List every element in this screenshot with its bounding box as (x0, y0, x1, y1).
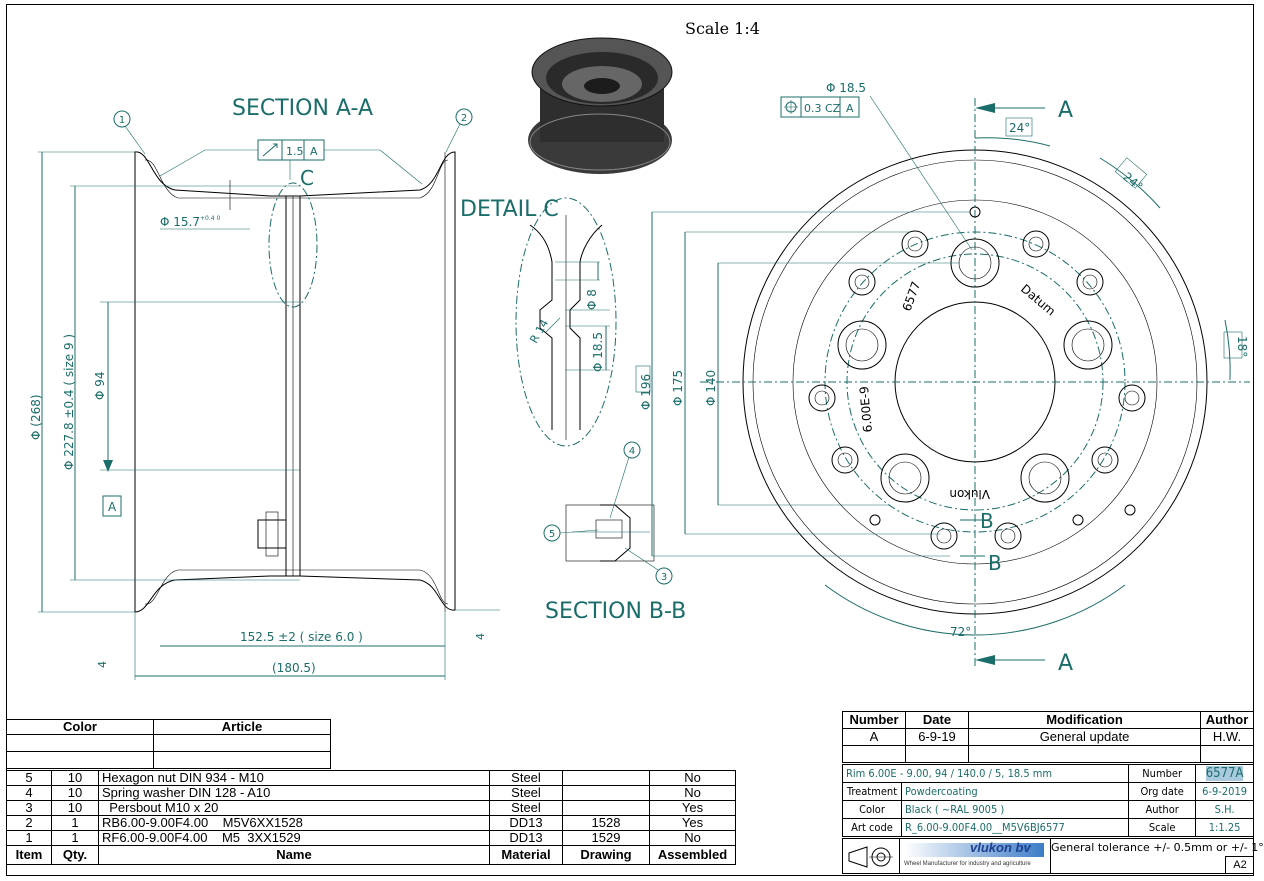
svg-text:24°: 24° (1009, 121, 1030, 135)
section-bb-title: SECTION B-B (545, 599, 686, 624)
svg-text:3: 3 (661, 572, 667, 583)
svg-text:C: C (300, 166, 314, 190)
bom-article-header: Article (153, 719, 331, 735)
svg-text:Φ 8: Φ 8 (585, 289, 599, 310)
svg-text:Φ 227.8 ±0.4 ( size 9 ): Φ 227.8 ±0.4 ( size 9 ) (62, 334, 76, 470)
svg-text:6577: 6577 (900, 280, 924, 313)
svg-text:4: 4 (474, 633, 487, 640)
svg-text:(180.5): (180.5) (272, 661, 316, 675)
svg-text:4: 4 (96, 661, 109, 668)
svg-text:Φ 94: Φ 94 (93, 371, 107, 400)
section-aa-dimensions: Φ (268) Φ 227.8 ±0.4 ( size 9 ) Φ 94 A Φ… (29, 108, 500, 680)
svg-text:Φ 18.5: Φ 18.5 (826, 81, 866, 95)
svg-text:Φ 18.5: Φ 18.5 (591, 332, 605, 372)
svg-text:2: 2 (461, 113, 467, 124)
svg-text:72°: 72° (950, 625, 971, 639)
company-logo: vlukon bv Wheel Manufacturer for industr… (899, 839, 1051, 873)
svg-text:Φ (268): Φ (268) (29, 394, 43, 440)
svg-text:6.00E-9: 6.00E-9 (857, 386, 875, 433)
svg-text:B: B (980, 509, 994, 533)
svg-text:A: A (846, 102, 854, 115)
section-aa-profile (38, 151, 456, 613)
svg-text:Φ 140: Φ 140 (704, 370, 718, 406)
bom-color-header: Color (6, 719, 154, 735)
svg-text:Φ 175: Φ 175 (671, 370, 685, 406)
scale-title: Scale 1:4 (685, 19, 760, 38)
front-view: 6577 Datum 6.00E-9 Vlukon (700, 98, 1250, 668)
svg-text:18°: 18° (1235, 336, 1249, 357)
general-tolerance: General tolerance +/- 0.5mm or +/- 1° (1051, 841, 1264, 854)
projection-symbol-icon (848, 846, 893, 868)
svg-text:B: B (988, 551, 1002, 575)
svg-text:+0.4 0: +0.4 0 (200, 215, 220, 222)
detail-c-view: Φ 8 Φ 18.5 R 14 (515, 197, 617, 447)
sheet-size: A2 (1225, 856, 1254, 874)
svg-text:4: 4 (629, 446, 635, 457)
svg-text:A: A (1058, 98, 1073, 123)
svg-text:5: 5 (549, 529, 555, 540)
svg-text:A: A (108, 500, 117, 514)
svg-text:152.5 ±2 ( size 6.0 ): 152.5 ±2 ( size 6.0 ) (240, 630, 363, 644)
detail-c-title: DETAIL C (460, 197, 559, 222)
section-aa-title: SECTION A-A (232, 96, 373, 121)
drawing-number: 6577A (1205, 766, 1244, 781)
svg-text:Φ 15.7: Φ 15.7 (160, 215, 200, 229)
svg-text:R 14: R 14 (527, 317, 551, 345)
front-view-dimensions: Φ 196 Φ 175 Φ 140 0.3 CZ A Φ 18.5 A A B … (635, 81, 1249, 676)
description: Rim 6.00E - 9.00, 94 / 140.0 / 5, 18.5 m… (841, 764, 1130, 783)
svg-text:0.3 CZ: 0.3 CZ (804, 102, 841, 115)
revision-table: Number Date Modification Author A 6-9-19… (842, 711, 1254, 763)
rim-3d-render (528, 37, 673, 174)
title-block: Rim 6.00E - 9.00, 94 / 140.0 / 5, 18.5 m… (841, 764, 1254, 837)
drawing-sheet (6, 4, 1254, 876)
svg-text:Datum: Datum (1018, 282, 1058, 319)
svg-text:1: 1 (119, 115, 125, 126)
title-block-footer: vlukon bv Wheel Manufacturer for industr… (842, 838, 1264, 874)
svg-text:1.5: 1.5 (286, 145, 304, 158)
section-bb-view: 4 5 3 (543, 441, 673, 585)
svg-text:A: A (310, 145, 318, 158)
svg-text:Vlukon: Vlukon (949, 487, 990, 501)
svg-text:A: A (1058, 651, 1073, 676)
svg-text:24°: 24° (1120, 170, 1145, 194)
